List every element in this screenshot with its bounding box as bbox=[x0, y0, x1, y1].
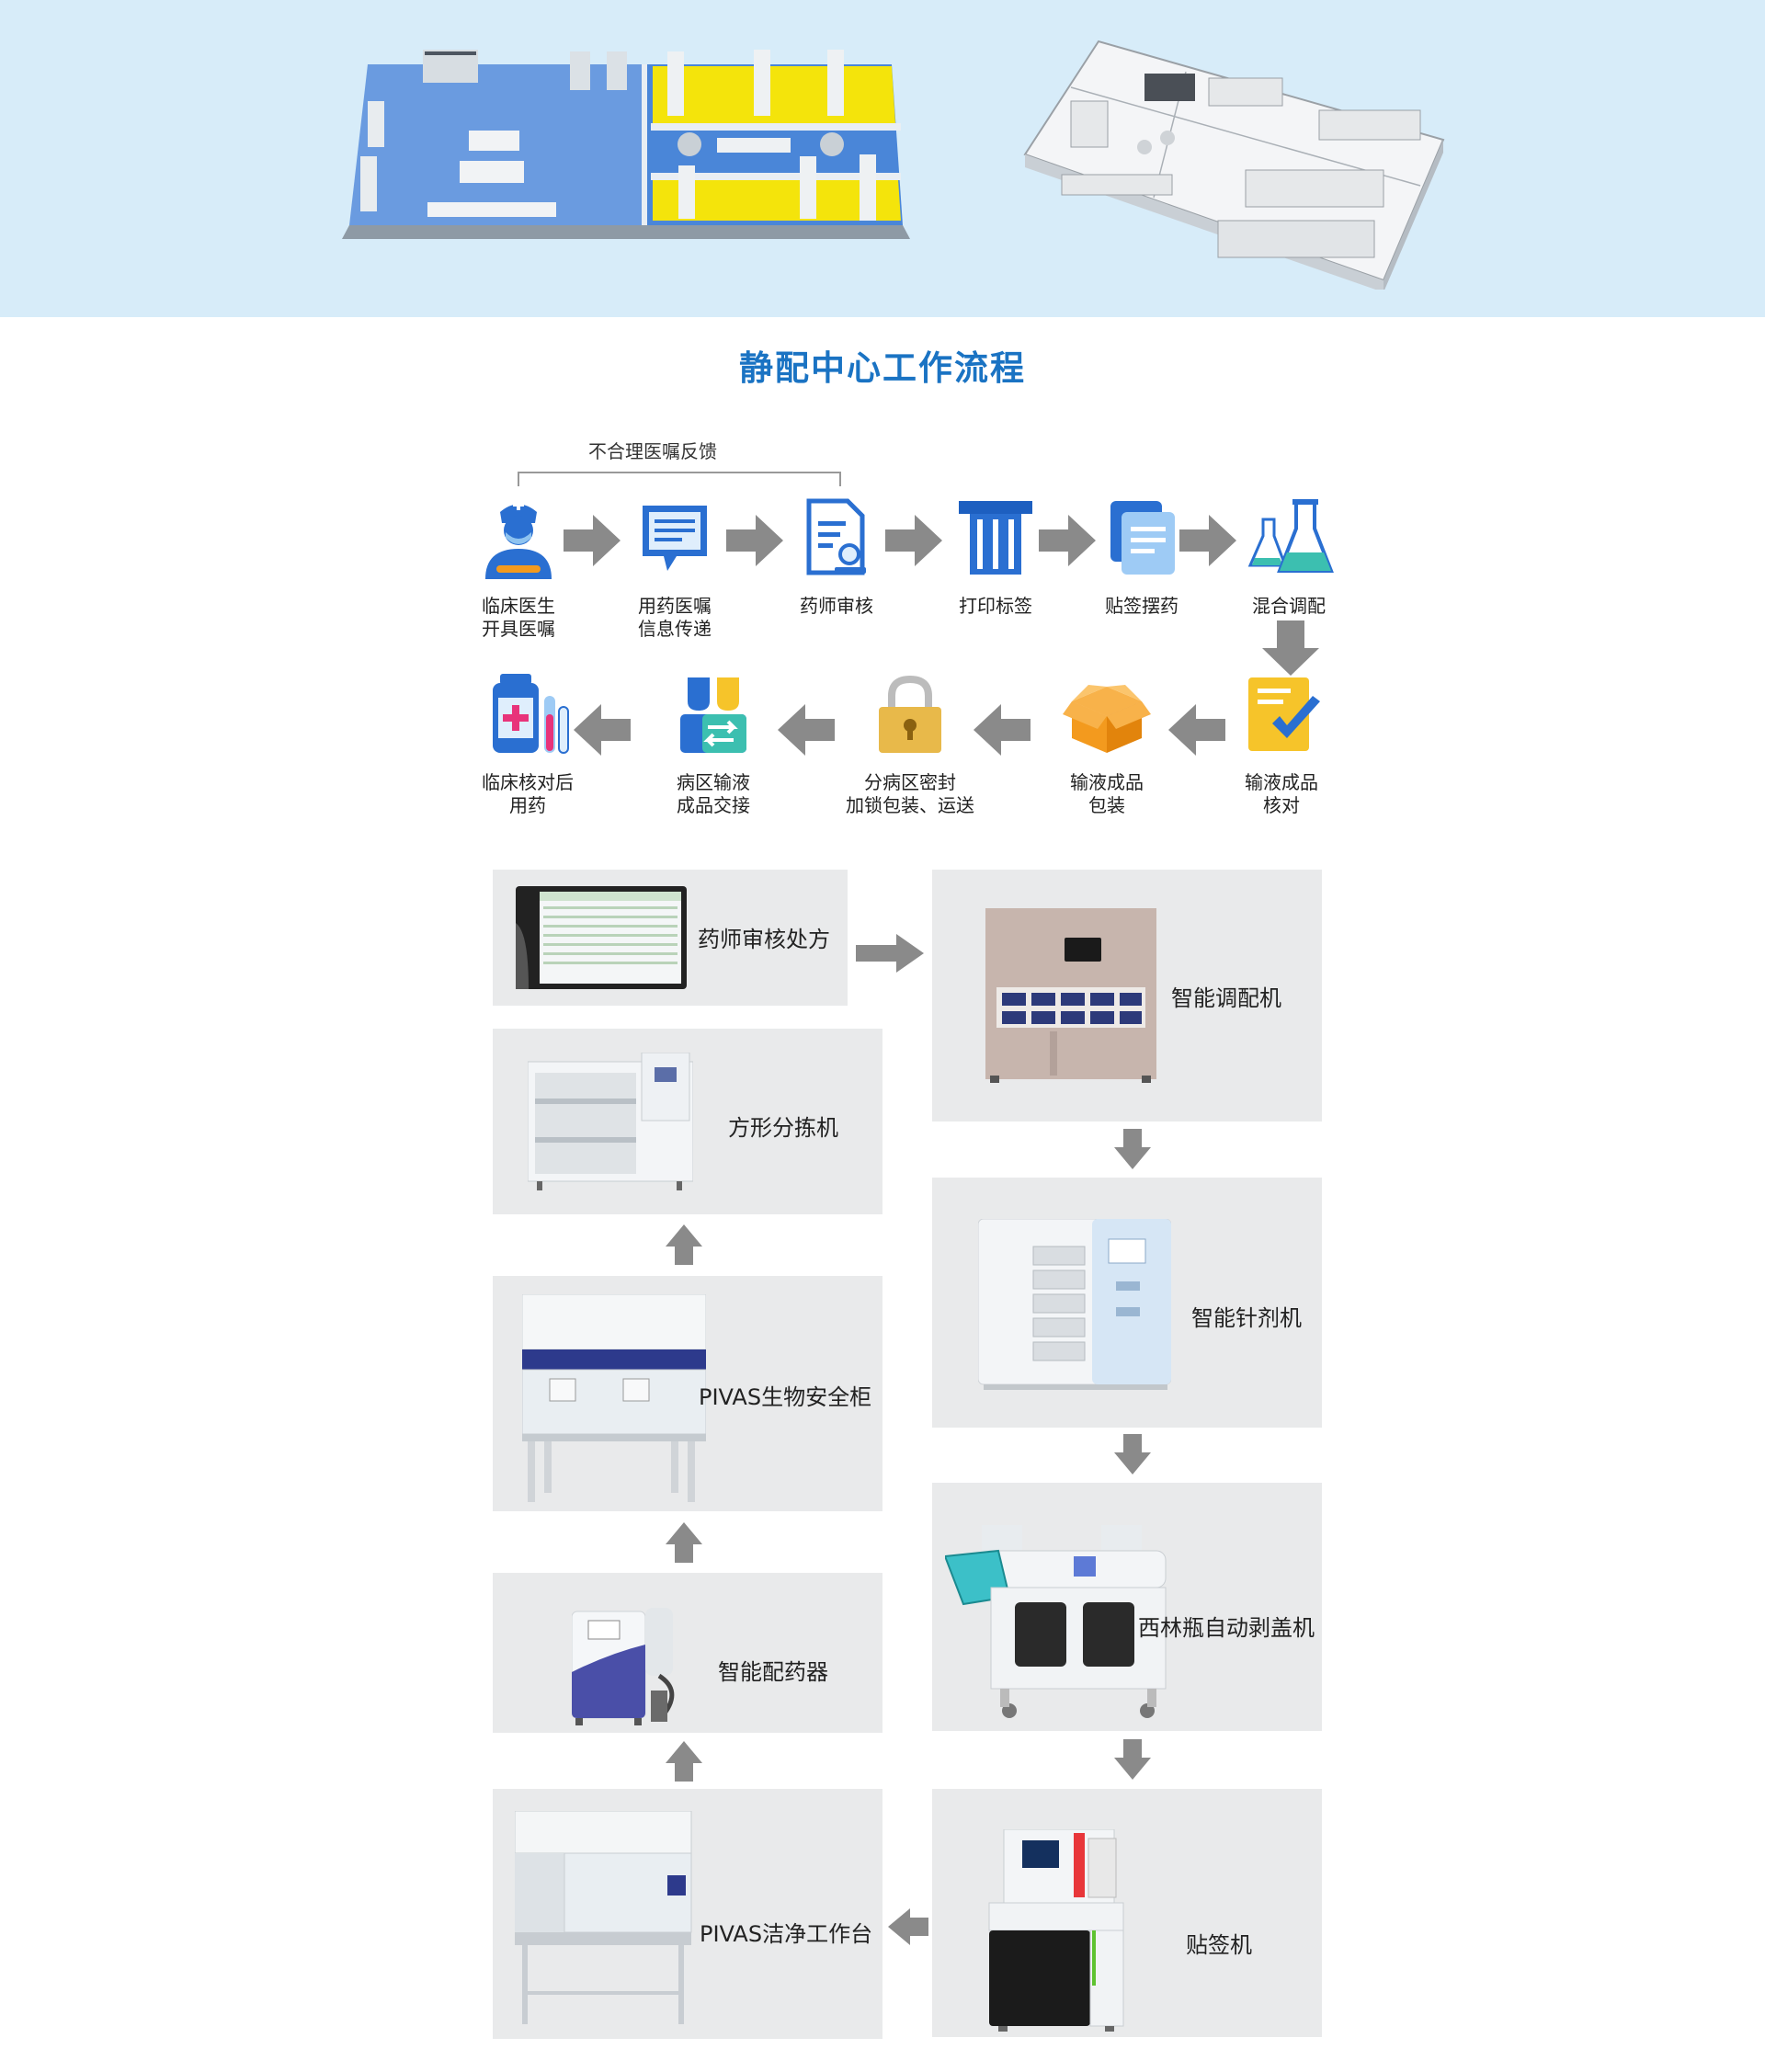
equipment-card-smart-drug-mixer: 智能配药器 bbox=[493, 1573, 882, 1733]
flow-step-label: 混合调配 bbox=[1252, 595, 1326, 617]
monitor-photo bbox=[516, 886, 687, 989]
lock-icon bbox=[879, 675, 941, 753]
arrow-down-icon bbox=[1114, 1739, 1151, 1780]
arrow-left-icon bbox=[888, 1908, 928, 1945]
floor-plan-2d-render bbox=[342, 50, 910, 239]
arrow-up-icon bbox=[666, 1741, 702, 1782]
feedback-label: 不合理医嘱反馈 bbox=[588, 440, 717, 462]
arrow-right-icon bbox=[885, 515, 942, 566]
arrow-left-icon bbox=[1168, 704, 1225, 756]
labeling-machine-photo bbox=[988, 1829, 1124, 2032]
arrow-right-icon bbox=[726, 515, 783, 566]
flow-step-label: 信息传递 bbox=[638, 618, 712, 640]
arrow-down-icon bbox=[1262, 620, 1319, 676]
checklist-icon bbox=[1248, 677, 1320, 751]
flow-step-mixing: 混合调配 bbox=[1215, 492, 1362, 618]
flow-step-pharmacist-review: 药师审核 bbox=[763, 492, 910, 618]
flow-step-label: 成品交接 bbox=[677, 794, 750, 816]
equipment-card-smart-injection-machine: 智能针剂机 bbox=[932, 1178, 1322, 1428]
injection-machine-photo bbox=[978, 1219, 1171, 1390]
stacked-documents-icon bbox=[1110, 501, 1175, 575]
equipment-card-prescription-review: 药师审核处方 bbox=[493, 870, 848, 1006]
equipment-card-square-sorter: 方形分拣机 bbox=[493, 1029, 882, 1214]
equipment-label: PIVAS洁净工作台 bbox=[700, 1921, 873, 1947]
flow-step-packaging: 输液成品包装 bbox=[1033, 668, 1180, 817]
flow-step-label: 分病区密封 bbox=[864, 771, 956, 793]
flow-step-print-label: 打印标签 bbox=[922, 492, 1069, 618]
arrow-right-icon bbox=[1179, 515, 1236, 566]
flow-step-seal-deliver: 分病区密封加锁包装、运送 bbox=[837, 668, 984, 817]
equipment-card-biosafety-cabinet: PIVAS生物安全柜 bbox=[493, 1276, 882, 1511]
equipment-label: 药师审核处方 bbox=[698, 927, 830, 952]
equipment-label: 贴签机 bbox=[1186, 1932, 1252, 1958]
clean-workbench-photo bbox=[515, 1811, 692, 2024]
arrow-right-icon bbox=[856, 934, 924, 973]
equipment-card-vial-decapper: 西林瓶自动剥盖机 bbox=[932, 1483, 1322, 1731]
flow-step-label: 用药 bbox=[509, 794, 546, 816]
arrow-left-icon bbox=[974, 704, 1031, 756]
hero-banner bbox=[0, 0, 1765, 317]
flow-step-ward-handover: 病区输液成品交接 bbox=[640, 668, 787, 817]
doctor-icon bbox=[485, 499, 552, 579]
flow-step-label: 贴签摆药 bbox=[1105, 595, 1179, 617]
chat-message-icon bbox=[643, 506, 707, 571]
equipment-label: 智能配药器 bbox=[718, 1659, 828, 1685]
flow-step-label: 临床核对后 bbox=[482, 771, 574, 793]
arrow-left-icon bbox=[574, 704, 631, 756]
flow-step-order-transfer: 用药医嘱信息传递 bbox=[601, 492, 748, 641]
medicine-kit-icon bbox=[493, 674, 569, 754]
box-icon bbox=[1063, 685, 1151, 753]
flow-step-label: 包装 bbox=[1088, 794, 1125, 816]
section-title: 静配中心工作流程 bbox=[739, 348, 1026, 388]
dispensing-machine-photo bbox=[985, 908, 1156, 1083]
equipment-label: 智能调配机 bbox=[1171, 985, 1281, 1011]
flow-step-label: 打印标签 bbox=[959, 595, 1032, 617]
equipment-card-smart-dispensing-machine: 智能调配机 bbox=[932, 870, 1322, 1121]
equipment-card-clean-workbench: PIVAS洁净工作台 bbox=[493, 1789, 882, 2039]
equipment-label: PIVAS生物安全柜 bbox=[699, 1384, 872, 1410]
floor-plan-3d-render bbox=[1023, 40, 1445, 290]
printer-icon bbox=[959, 501, 1032, 575]
lab-flask-icon bbox=[1247, 499, 1334, 573]
arrow-down-icon bbox=[1114, 1434, 1151, 1474]
arrow-right-icon bbox=[1039, 515, 1096, 566]
biosafety-cabinet-photo bbox=[522, 1294, 706, 1502]
flow-step-label: 开具医嘱 bbox=[482, 618, 555, 640]
flow-step-product-check: 输液成品核对 bbox=[1208, 668, 1355, 817]
equipment-label: 智能针剂机 bbox=[1191, 1305, 1302, 1331]
flow-step-label: 输液成品 bbox=[1070, 771, 1144, 793]
flow-step-doctor: 临床医生开具医嘱 bbox=[445, 492, 592, 641]
exchange-icon bbox=[680, 677, 746, 753]
equipment-label: 方形分拣机 bbox=[728, 1115, 838, 1141]
equipment-card-labeling-machine: 贴签机 bbox=[932, 1789, 1322, 2037]
flow-step-label: 核对 bbox=[1263, 794, 1300, 816]
flow-step-label-sort: 贴签摆药 bbox=[1068, 492, 1215, 618]
equipment-label: 西林瓶自动剥盖机 bbox=[1138, 1615, 1315, 1641]
arrow-right-icon bbox=[564, 515, 621, 566]
feedback-bracket bbox=[518, 472, 841, 486]
arrow-down-icon bbox=[1114, 1129, 1151, 1169]
flow-step-label: 临床医生 bbox=[482, 595, 555, 617]
flow-step-label: 药师审核 bbox=[800, 595, 873, 617]
arrow-up-icon bbox=[666, 1522, 702, 1563]
flow-step-clinical-use: 临床核对后用药 bbox=[454, 668, 601, 817]
vial-decapper-photo bbox=[945, 1525, 1167, 1718]
flow-step-label: 加锁包装、运送 bbox=[846, 794, 974, 816]
flow-step-label: 输液成品 bbox=[1245, 771, 1318, 793]
arrow-up-icon bbox=[666, 1224, 702, 1265]
arrow-left-icon bbox=[778, 704, 835, 756]
drug-mixer-photo bbox=[572, 1608, 675, 1725]
sorter-machine-photo bbox=[528, 1053, 693, 1190]
document-review-icon bbox=[806, 498, 866, 575]
flow-step-label: 用药医嘱 bbox=[638, 595, 712, 617]
flow-step-label: 病区输液 bbox=[677, 771, 750, 793]
